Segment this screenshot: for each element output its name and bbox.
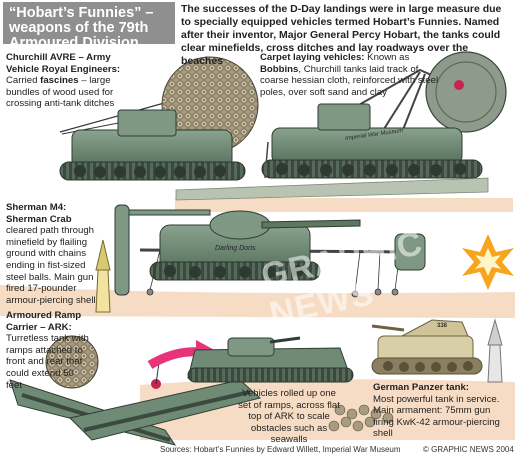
sherman-hull-text: Darling Doris	[215, 245, 256, 252]
churchill-caption: Churchill AVRE – Army Vehicle Royal Engi…	[6, 52, 134, 110]
panzer-heading: German Panzer tank:	[373, 382, 469, 393]
sand-band-middle	[0, 285, 515, 318]
panzer-turret-number: 338	[437, 323, 448, 329]
bobbin-carpet-layer-illustration	[175, 51, 507, 201]
churchill-body-post: – large bundles of wood used for crossin…	[6, 75, 115, 110]
title-line-1: “Hobart’s Funnies” –	[9, 5, 154, 21]
ark-ramp-caption: Vehicles rolled up one set of ramps, acr…	[238, 388, 340, 446]
churchill-body-pre: Carried	[6, 75, 41, 87]
panzer-caption: German Panzer tank: Most powerful tank i…	[373, 382, 513, 440]
panzer-illustration	[371, 318, 503, 383]
panzer-body: Most powerful tank in service. Main arma…	[373, 393, 500, 440]
sources-footer: Sources: Hobart’s Funnies by Edward Will…	[160, 445, 401, 454]
sand-band-top	[175, 198, 513, 212]
ark-heading: Armoured Ramp Carrier – ARK:	[6, 310, 82, 333]
carpet-body-post: , Churchill tanks laid track of coarse h…	[260, 63, 439, 98]
title-line-3: Armoured Division	[9, 35, 139, 51]
page-title: “Hobart’s Funnies” – weapons of the 79th…	[3, 2, 175, 51]
explosion-flash	[462, 234, 514, 290]
intro-text: The successes of the D-Day landings were…	[181, 3, 502, 67]
carpet-heading: Carpet laying vehicles:	[260, 52, 365, 63]
ark-illustration	[9, 335, 394, 446]
churchill-body-bold: fascines	[40, 75, 79, 87]
title-line-2: weapons of the 79th	[9, 20, 149, 36]
carpet-body-bold: Bobbins	[260, 63, 299, 75]
sherman-heading-2: Sherman Crab	[6, 213, 72, 225]
carpet-caption: Carpet laying vehicles: Known as Bobbins…	[260, 52, 445, 98]
ark-body: Turretless tank with ramps attached to f…	[6, 333, 89, 391]
sherman-heading-1: Sherman M4:	[6, 202, 67, 213]
churchill-avre-illustration	[59, 56, 259, 181]
churchill-heading: Churchill AVRE – Army Vehicle Royal Engi…	[6, 52, 121, 75]
sherman-body: cleared path through minefield by flaili…	[6, 225, 96, 306]
sherman-caption: Sherman M4: Sherman Crab cleared path th…	[6, 202, 106, 306]
ark-caption: Armoured Ramp Carrier – ARK: Turretless …	[6, 310, 106, 391]
sherman-crab-illustration	[95, 204, 514, 313]
carpet-body-pre: Known as	[364, 52, 410, 63]
copyright-footer: © GRAPHIC NEWS 2004	[423, 445, 514, 454]
